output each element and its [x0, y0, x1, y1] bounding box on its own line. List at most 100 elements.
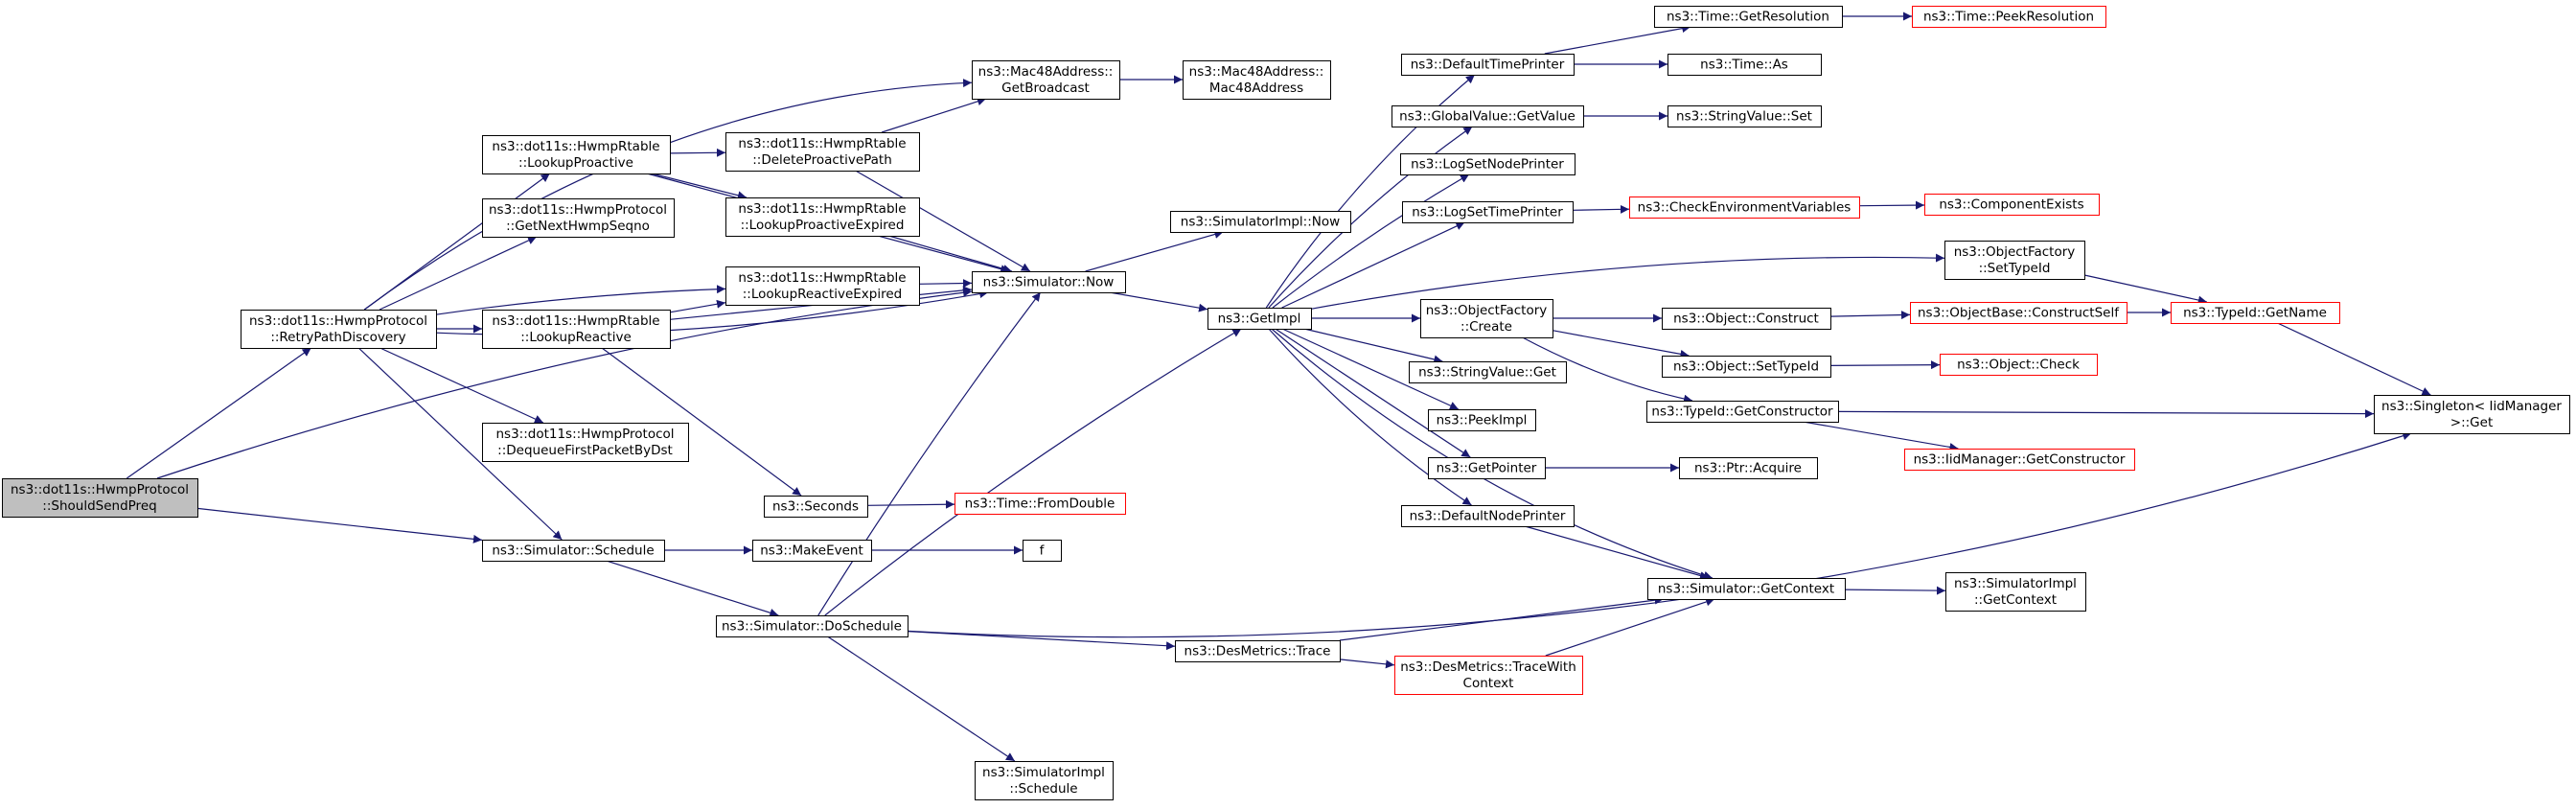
- node-box: [2374, 395, 2570, 434]
- node-layer: ns3::dot11s::HwmpProtocol::ShouldSendPre…: [2, 6, 2570, 800]
- node-label: ns3::Object::Check: [1957, 358, 2080, 373]
- edge-get_impl-to-string_value_get: [1303, 328, 1443, 364]
- node-check-environment-variables[interactable]: ns3::CheckEnvironmentVariables: [1629, 196, 1860, 219]
- node-object-base-construct-self[interactable]: ns3::ObjectBase::ConstructSelf: [1910, 302, 2128, 324]
- node-label: ns3::dot11s::HwmpProtocol: [11, 482, 189, 497]
- node-box: [1023, 540, 1062, 562]
- node-label: f: [1040, 543, 1046, 559]
- node-simulator-impl-now[interactable]: ns3::SimulatorImpl::Now: [1170, 211, 1351, 233]
- node-object-construct[interactable]: ns3::Object::Construct: [1662, 308, 1831, 330]
- node-mac48-get-broadcast[interactable]: ns3::Mac48Address::GetBroadcast: [972, 60, 1120, 100]
- edge-should_send_preq-to-simulator_now: [156, 288, 973, 479]
- node-label: ns3::Simulator::DoSchedule: [722, 619, 902, 635]
- node-label: ns3::Object::Construct: [1673, 312, 1819, 327]
- node-object-factory-set-type-id[interactable]: ns3::ObjectFactory::SetTypeId: [1944, 241, 2085, 280]
- node-delete-proactive-path[interactable]: ns3::dot11s::HwmpRtable::DeleteProactive…: [725, 132, 920, 172]
- node-time-peek-resolution[interactable]: ns3::Time::PeekResolution: [1912, 6, 2106, 28]
- node-label: ::GetNextHwmpSeqno: [506, 219, 650, 234]
- node-label: ns3::dot11s::HwmpRtable: [738, 270, 906, 286]
- node-lookup-proactive[interactable]: ns3::dot11s::HwmpRtable::LookupProactive: [482, 135, 671, 174]
- node-label: ::LookupReactive: [520, 330, 632, 345]
- edge-get_impl-to-default_node_printer: [1268, 328, 1472, 506]
- node-time-get-resolution[interactable]: ns3::Time::GetResolution: [1654, 6, 1843, 28]
- edge-retry_path_discovery-to-dequeue_first_packet: [380, 347, 544, 424]
- node-label: ns3::dot11s::HwmpRtable: [492, 313, 659, 329]
- edge-get_impl-to-log_set_time_printer: [1281, 221, 1465, 309]
- node-make-event[interactable]: ns3::MakeEvent: [752, 540, 872, 562]
- node-default-time-printer[interactable]: ns3::DefaultTimePrinter: [1401, 54, 1575, 76]
- node-label: >::Get: [2450, 415, 2493, 430]
- node-f[interactable]: f: [1023, 540, 1062, 562]
- node-box: [752, 540, 872, 562]
- node-get-next-hwmp-seqno[interactable]: ns3::dot11s::HwmpProtocol::GetNextHwmpSe…: [482, 198, 675, 238]
- node-box: [482, 310, 671, 349]
- node-label: ns3::Mac48Address::: [978, 64, 1114, 80]
- edge-get_impl-to-default_time_printer: [1265, 74, 1476, 309]
- node-label: ::LookupProactiveExpired: [741, 218, 905, 233]
- node-component-exists[interactable]: ns3::ComponentExists: [1924, 194, 2100, 216]
- node-simulator-impl-schedule[interactable]: ns3::SimulatorImpl::Schedule: [975, 761, 1114, 800]
- node-des-metrics-trace[interactable]: ns3::DesMetrics::Trace: [1175, 640, 1341, 662]
- edge-simulator_get_context-to-simulator_impl_get_context: [1844, 586, 1946, 595]
- edge-simulator_do_schedule-to-simulator_impl_schedule: [827, 636, 1016, 762]
- node-simulator-now[interactable]: ns3::Simulator::Now: [972, 271, 1126, 293]
- node-should-send-preq[interactable]: ns3::dot11s::HwmpProtocol::ShouldSendPre…: [2, 478, 198, 518]
- node-log-set-time-printer[interactable]: ns3::LogSetTimePrinter: [1402, 201, 1574, 223]
- node-log-set-node-printer[interactable]: ns3::LogSetNodePrinter: [1400, 153, 1576, 175]
- node-peek-impl[interactable]: ns3::PeekImpl: [1428, 409, 1536, 431]
- node-label: ns3::ComponentExists: [1939, 197, 2083, 213]
- node-type-id-get-constructor[interactable]: ns3::TypeId::GetConstructor: [1646, 401, 1839, 423]
- node-mac48-address[interactable]: ns3::Mac48Address::Mac48Address: [1183, 60, 1331, 100]
- node-string-value-set[interactable]: ns3::StringValue::Set: [1668, 105, 1822, 127]
- node-simulator-get-context[interactable]: ns3::Simulator::GetContext: [1647, 578, 1846, 600]
- node-box: [1175, 640, 1341, 662]
- node-lookup-reactive-expired[interactable]: ns3::dot11s::HwmpRtable::LookupReactiveE…: [725, 266, 920, 306]
- node-dequeue-first-packet[interactable]: ns3::dot11s::HwmpProtocol::DequeueFirstP…: [482, 423, 689, 462]
- node-box: [1394, 656, 1583, 695]
- node-type-id-get-name[interactable]: ns3::TypeId::GetName: [2171, 302, 2340, 324]
- node-singleton-get[interactable]: ns3::Singleton< IidManager >::Get: [2374, 395, 2570, 434]
- node-get-pointer[interactable]: ns3::GetPointer: [1428, 457, 1546, 479]
- edge-lookup_proactive-to-delete_proactive_path: [669, 148, 726, 157]
- node-box: [716, 615, 908, 637]
- node-label: ns3::Object::SetTypeId: [1673, 359, 1819, 375]
- node-string-value-get[interactable]: ns3::StringValue::Get: [1409, 361, 1567, 383]
- edge-seconds-to-time_from_double: [866, 499, 955, 509]
- node-object-set-type-id[interactable]: ns3::Object::SetTypeId: [1662, 356, 1831, 378]
- node-seconds[interactable]: ns3::Seconds: [764, 496, 868, 518]
- node-lookup-proactive-expired[interactable]: ns3::dot11s::HwmpRtable::LookupProactive…: [725, 197, 920, 237]
- node-label: ns3::TypeId::GetConstructor: [1651, 404, 1833, 420]
- node-global-value-get-value[interactable]: ns3::GlobalValue::GetValue: [1392, 105, 1584, 127]
- node-simulator-do-schedule[interactable]: ns3::Simulator::DoSchedule: [716, 615, 908, 637]
- node-label: ns3::DesMetrics::TraceWith: [1400, 659, 1576, 675]
- node-lookup-reactive[interactable]: ns3::dot11s::HwmpRtable::LookupReactive: [482, 310, 671, 349]
- node-object-factory-create[interactable]: ns3::ObjectFactory::Create: [1420, 299, 1553, 338]
- node-simulator-schedule[interactable]: ns3::Simulator::Schedule: [482, 540, 665, 562]
- node-time-as[interactable]: ns3::Time::As: [1668, 54, 1822, 76]
- edge-should_send_preq-to-retry_path_discovery: [126, 347, 312, 479]
- node-box: [241, 310, 437, 349]
- node-label: ns3::StringValue::Get: [1418, 365, 1556, 381]
- edge-lookup_reactive_expired-to-simulator_now: [918, 279, 973, 289]
- node-label: ns3::IidManager::GetConstructor: [1914, 452, 2126, 468]
- node-time-from-double[interactable]: ns3::Time::FromDouble: [954, 493, 1126, 515]
- edge-type_id_get_constructor-to-iid_manager_get_constructor: [1803, 421, 1959, 451]
- node-label: ns3::GetImpl: [1218, 312, 1301, 327]
- node-label: ::LookupProactive: [518, 155, 633, 171]
- node-ptr-acquire[interactable]: ns3::Ptr::Acquire: [1679, 457, 1818, 479]
- node-iid-manager-get-constructor[interactable]: ns3::IidManager::GetConstructor: [1904, 449, 2135, 471]
- node-box: [1401, 505, 1575, 527]
- node-box: [1646, 401, 1839, 423]
- node-box: [972, 60, 1120, 100]
- node-default-node-printer[interactable]: ns3::DefaultNodePrinter: [1401, 505, 1575, 527]
- node-label: ns3::DefaultTimePrinter: [1411, 58, 1565, 73]
- node-label: ns3::DefaultNodePrinter: [1410, 509, 1566, 524]
- node-retry-path-discovery[interactable]: ns3::dot11s::HwmpProtocol::RetryPathDisc…: [241, 310, 437, 349]
- node-box: [1392, 105, 1584, 127]
- node-simulator-impl-get-context[interactable]: ns3::SimulatorImpl::GetContext: [1945, 572, 2086, 612]
- node-object-check[interactable]: ns3::Object::Check: [1940, 354, 2098, 376]
- node-label: Context: [1463, 676, 1514, 691]
- node-get-impl[interactable]: ns3::GetImpl: [1208, 308, 1312, 330]
- node-label: ns3::dot11s::HwmpProtocol: [249, 313, 427, 329]
